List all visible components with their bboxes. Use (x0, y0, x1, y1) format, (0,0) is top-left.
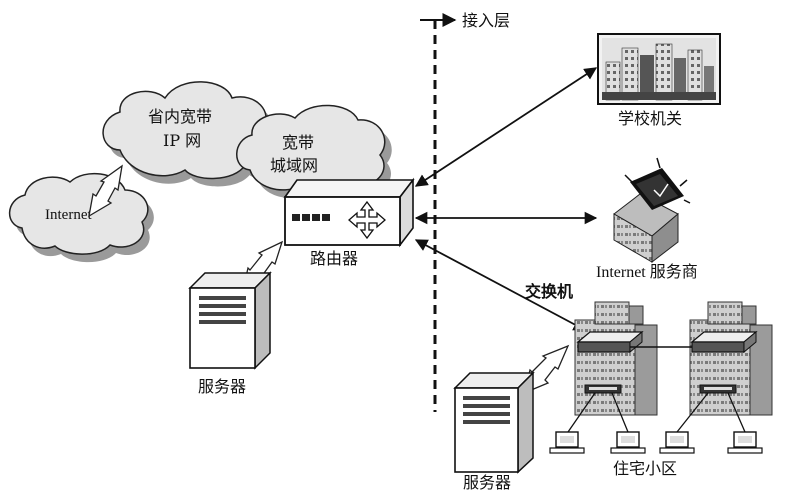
router-icon (283, 177, 415, 248)
school-label: 学校机关 (618, 109, 682, 128)
cloud-icon (8, 172, 154, 263)
provincial-cloud-label-2: IP 网 (163, 131, 201, 150)
switch-icon (584, 384, 622, 394)
computer-icon (610, 431, 646, 454)
computer-icon (727, 431, 763, 454)
metro-cloud-label-2: 城域网 (270, 156, 318, 175)
metro-cloud-label-1: 宽带 (282, 133, 314, 152)
double-arrow-icon (88, 164, 123, 218)
cloud-icon (102, 81, 279, 187)
computer-icon (549, 431, 585, 454)
switch-icon (690, 330, 758, 354)
provincial-cloud-label-1: 省内宽带 (148, 107, 212, 126)
server-bottom-label: 服务器 (463, 473, 511, 492)
server-icon (188, 271, 272, 370)
isp-label: Internet 服务商 (596, 263, 698, 281)
internet-cloud-label: Internet (45, 207, 92, 223)
building-icon (597, 33, 721, 105)
server-left-label: 服务器 (198, 377, 246, 396)
link-router-switch (414, 239, 587, 331)
router-label: 路由器 (310, 249, 358, 268)
residential-label: 住宅小区 (613, 459, 677, 478)
server-icon (453, 371, 535, 474)
building-icon (574, 301, 658, 416)
building-icon (689, 301, 773, 416)
building-icon (613, 157, 691, 264)
access-layer-label: 接入层 (462, 11, 510, 30)
switch-label: 交换机 (525, 282, 573, 301)
computer-links (567, 392, 746, 433)
computer-icon (659, 431, 695, 454)
switch-icon (699, 384, 737, 394)
link-router-school (414, 67, 598, 187)
switch-icon (576, 330, 644, 354)
